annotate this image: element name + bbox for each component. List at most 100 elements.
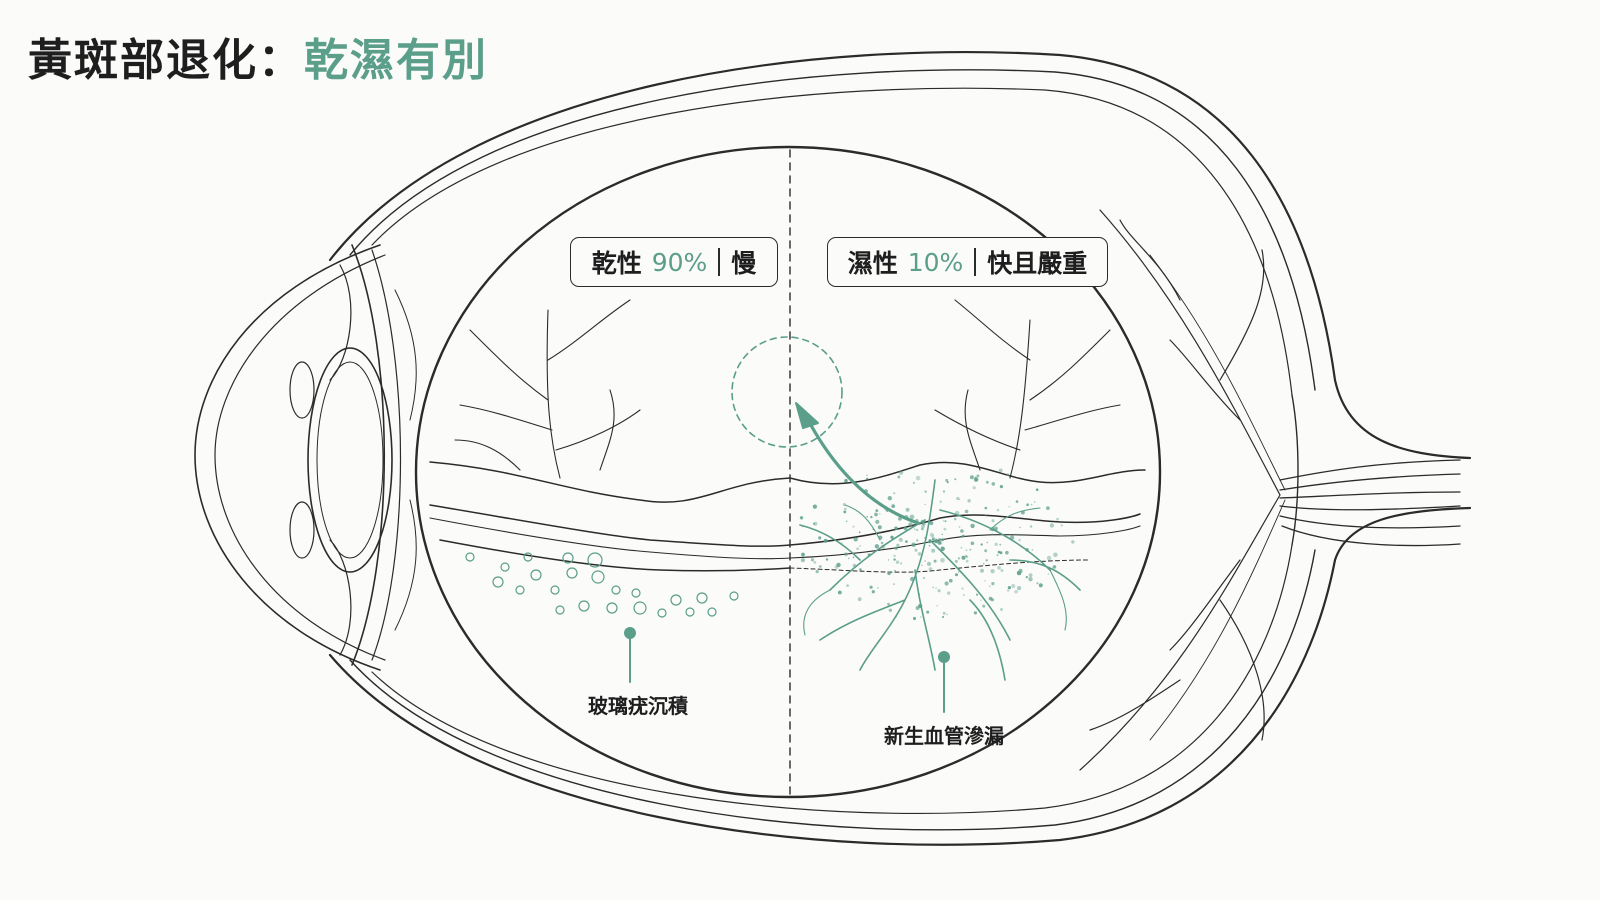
leak-speck [848,557,850,560]
leak-speck [996,508,1000,512]
drusen-dot [633,601,647,615]
leak-speck [879,513,881,515]
new-blood-vessels [799,479,1081,681]
leak-speck [844,478,848,483]
leak-speck [922,528,924,530]
leak-speck [845,520,848,523]
leak-arrow [805,416,920,525]
leak-speck [961,587,964,590]
leak-speck [988,596,993,601]
drusen-label: 玻璃疣沉積 [588,694,688,718]
leak-speck [1052,565,1057,569]
leak-speck [980,568,984,573]
leak-speck [960,546,963,549]
leak-speck [1006,473,1010,477]
leak-speck [958,571,960,573]
leak-label: 新生血管滲漏 [884,724,1004,748]
anterior-eye [194,244,417,671]
leak-speck [931,548,936,553]
drusen-callout-pin [624,627,636,683]
leak-speck [1053,552,1058,558]
leak-speck [1071,540,1075,544]
drusen-dot [707,607,717,617]
leak-speck [1047,573,1050,575]
drusen-dot [515,585,525,595]
leak-speck [1028,577,1033,582]
leak-speck [894,546,898,550]
leak-speck [980,599,982,601]
leak-speck [998,468,1003,473]
leak-speck [964,554,968,558]
leak-speck [893,558,896,561]
leak-speck [1029,525,1033,528]
leak-speck [928,567,933,571]
dry-type-name: 乾性 [591,249,642,278]
leak-speck [818,536,822,540]
leak-speck [916,539,919,542]
leak-speck [818,565,822,568]
leak-speck [938,541,943,545]
drusen-dot [555,605,565,615]
leak-speck [874,544,880,549]
leak-speck [1033,501,1036,503]
leak-speck [991,582,995,586]
leak-speck [898,470,904,475]
leak-speck [866,516,868,518]
leak-speck [1006,589,1010,592]
drusen-dot [500,562,510,572]
leak-speck [1007,586,1012,590]
leak-speck [986,541,989,544]
leak-speck [996,554,999,557]
leak-speck [913,528,916,530]
leak-speck [970,523,975,529]
leak-speck [856,547,859,550]
leak-speck [994,542,998,546]
leak-speck [920,616,922,618]
dry-retinal-vessels [454,299,641,479]
leak-speck [954,559,958,563]
leak-speck [875,519,880,525]
leak-speck [994,526,998,531]
leak-speck [926,610,930,614]
label-separator [718,248,721,276]
wet-type-name: 濕性 [847,249,898,278]
leak-speck [960,529,964,533]
leak-speck [866,477,869,480]
leak-speck [945,478,949,482]
drusen-dot [591,570,605,584]
leak-speck [938,538,941,541]
leak-speck [874,512,878,517]
leak-speck [997,565,1001,570]
leak-speck [937,540,942,545]
leak-speck [1014,589,1018,594]
drusen-dot [685,607,695,617]
leak-speck [999,543,1002,546]
leak-speck [955,573,958,577]
leak-speck [1015,500,1019,503]
leak-speck [928,544,931,547]
leak-speck [846,584,849,587]
leak-speck [929,532,935,538]
leak-speck [837,590,842,595]
wet-amd-label: 濕性 10% 快且嚴重 [827,237,1108,287]
drusen-deposits [465,552,739,618]
leak-speck [800,558,806,563]
leak-speck [810,558,815,562]
drusen-dot [670,594,682,606]
leak-speck [966,555,969,559]
leak-speck [967,499,971,503]
leak-speck [799,516,804,520]
leak-speck [944,581,949,586]
leak-speck [915,528,919,532]
leak-speck [949,578,953,583]
leak-speck [887,602,890,606]
leak-speck [1038,583,1043,588]
leak-speck [880,541,884,545]
leak-speck [1008,506,1010,508]
leak-speck [893,492,896,495]
drusen-dot [523,552,533,562]
leak-speck [958,498,961,501]
leak-speck [1035,488,1039,492]
leak-speck [956,496,960,501]
leak-speck [853,537,858,542]
